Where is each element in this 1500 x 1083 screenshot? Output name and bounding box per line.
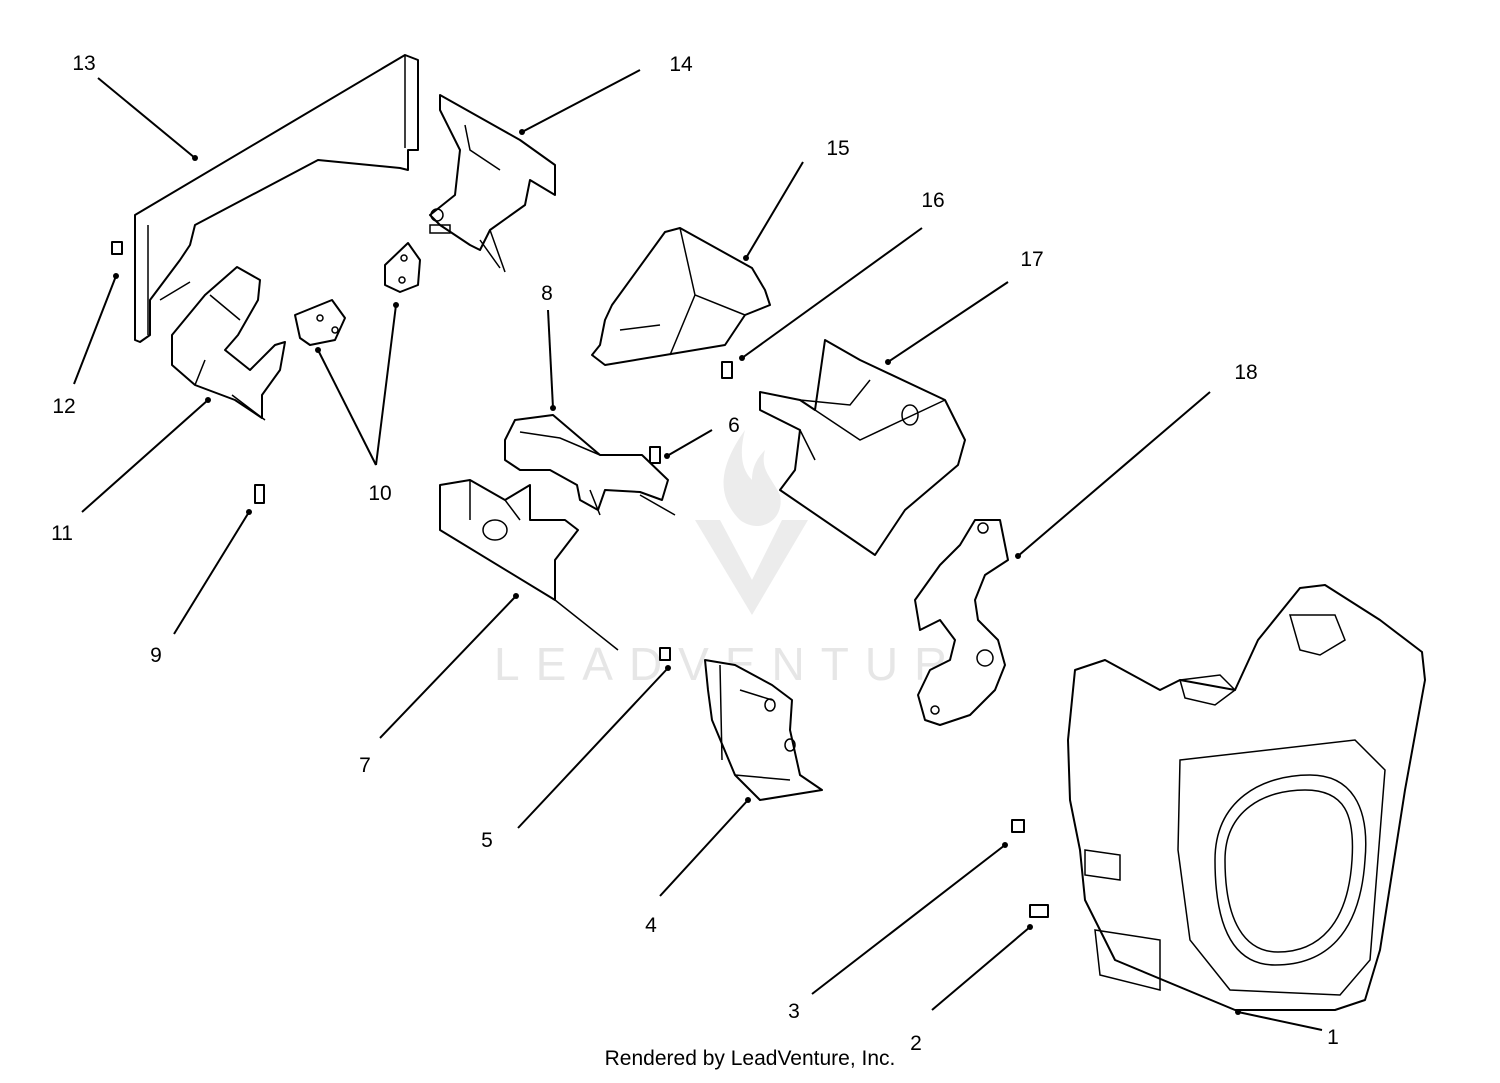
part-15-cover — [591, 227, 771, 366]
callout-3: 3 — [788, 1000, 800, 1023]
v-logo-icon — [695, 520, 808, 615]
callout-2: 2 — [910, 1032, 922, 1055]
part-4-bracket — [704, 659, 823, 801]
callout-7: 7 — [359, 754, 371, 777]
callout-5: 5 — [481, 829, 493, 852]
screw-6 — [649, 446, 661, 464]
screw-2 — [1029, 904, 1049, 918]
part-14-bracket — [429, 94, 556, 273]
part-8-bracket — [504, 414, 676, 516]
callout-11: 11 — [51, 522, 73, 545]
part-7-panel — [439, 479, 619, 651]
callout-labels: 1 2 3 4 5 6 7 8 9 10 11 12 13 14 15 16 1… — [51, 52, 1339, 1055]
leader-dots — [113, 129, 1241, 1015]
part-18-bracket — [914, 519, 1009, 726]
part-13-bracket — [134, 54, 419, 343]
callout-6: 6 — [728, 414, 740, 437]
screw-12 — [111, 241, 123, 255]
screws — [111, 241, 1049, 918]
callout-18: 18 — [1234, 361, 1257, 384]
screw-16 — [721, 361, 733, 379]
part-17-cover — [759, 339, 966, 556]
callout-10: 10 — [368, 482, 391, 505]
callout-1: 1 — [1327, 1026, 1339, 1049]
flame-logo-icon — [723, 430, 781, 526]
callout-16: 16 — [921, 189, 944, 212]
callout-15: 15 — [826, 137, 849, 160]
callout-4: 4 — [645, 914, 657, 937]
part-11-bracket — [171, 266, 286, 421]
screw-3 — [1011, 819, 1025, 833]
callout-12: 12 — [52, 395, 75, 418]
callout-14: 14 — [669, 53, 693, 76]
screw-5 — [659, 647, 671, 661]
leader-lines — [73, 69, 1323, 1031]
part-1-blower-housing — [1067, 584, 1426, 1011]
callout-17: 17 — [1020, 248, 1043, 271]
part-10-plates — [294, 242, 421, 346]
rendered-by-footer: Rendered by LeadVenture, Inc. — [604, 1047, 896, 1070]
callout-8: 8 — [541, 282, 553, 305]
callout-13: 13 — [72, 52, 95, 75]
screw-9 — [254, 484, 265, 504]
callout-9: 9 — [150, 644, 162, 667]
